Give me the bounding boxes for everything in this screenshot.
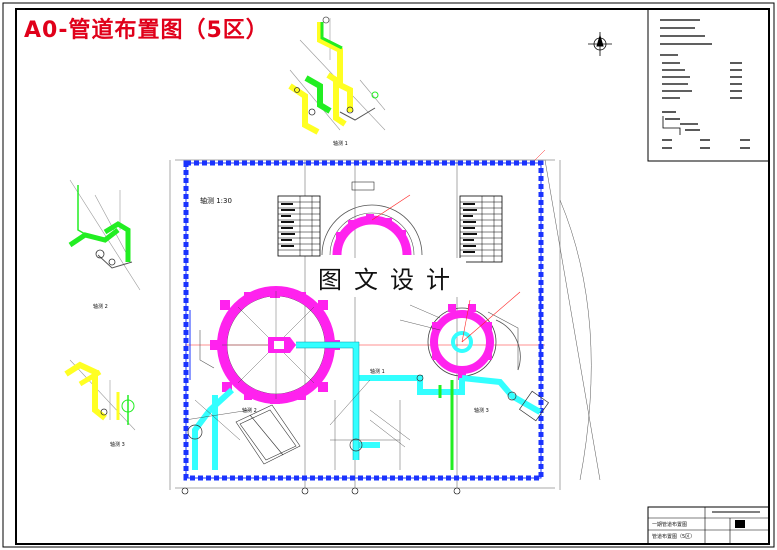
isometric-view-2: 轴测 2 — [68, 179, 141, 310]
cyan-pipe-outline — [296, 341, 360, 460]
tank-top-center — [321, 181, 423, 256]
plan-scale-label: 轴测 1:30 — [200, 196, 232, 205]
notes-block — [647, 8, 770, 162]
leader-lines — [184, 304, 441, 470]
plan-view-label-2: 轴测 2 — [242, 407, 257, 414]
equipment-table-left — [277, 195, 321, 257]
iso-label-2: 轴测 2 — [93, 303, 108, 310]
grid-bubbles — [181, 487, 461, 495]
watermark: 图文设计 — [314, 258, 466, 297]
equipment-table-right — [459, 195, 503, 263]
plan-view-label-3: 轴测 3 — [474, 407, 489, 414]
green-piping — [438, 380, 454, 470]
pipe-fittings — [187, 374, 549, 452]
title-block-line2: 管道布置图（5区） — [652, 533, 695, 540]
platform-lower-left — [235, 404, 301, 465]
dimension-lines — [169, 149, 601, 490]
plan-view-label-1: 轴测 1 — [370, 368, 385, 375]
cyan-piping — [192, 342, 542, 470]
tank-large — [199, 286, 340, 404]
drawing-frame — [15, 8, 770, 545]
title-block-line1: 一期管道布置图 — [652, 521, 687, 528]
isometric-view-1: 轴测 1 — [288, 16, 386, 147]
drawing-title: A0-管道布置图（5区） — [24, 18, 269, 43]
iso-label-3: 轴测 3 — [110, 441, 125, 448]
title-block: 一期管道布置图 管道布置图（5区） — [647, 506, 770, 545]
north-arrow-icon — [588, 32, 612, 56]
tank-small — [427, 291, 521, 380]
isometric-view-3: 轴测 3 — [64, 359, 136, 448]
iso-label-1: 轴测 1 — [333, 140, 348, 147]
